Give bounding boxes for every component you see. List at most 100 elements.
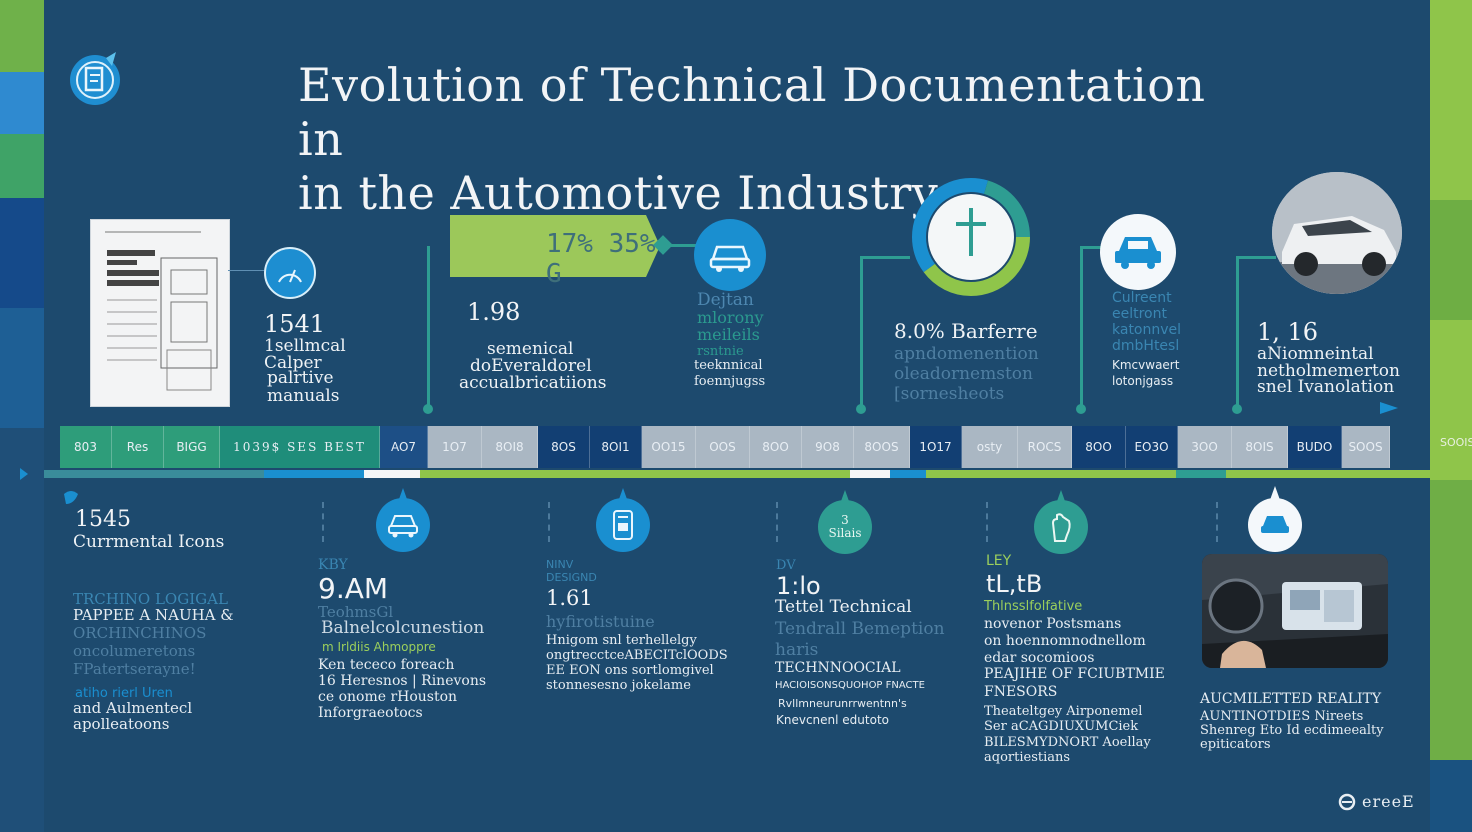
bottom-2-line-1: Ken tececo foreach: [318, 657, 455, 673]
item-5-line-5: Kmcvwaert: [1112, 358, 1180, 372]
item-1-line-3: palrtive: [267, 368, 334, 388]
bottom-1-end-1: and Aulmentecl: [73, 699, 193, 717]
timeline-cell: AO7: [380, 426, 428, 468]
timeline-cell: osty: [962, 426, 1018, 468]
page-title: Evolution of Technical Documentation in …: [298, 58, 1258, 220]
bottom-1-dim-2: oncolumeretons: [73, 642, 196, 660]
bottom-3-line-3: EE EON ons sortlomgivel: [546, 663, 714, 678]
timeline-cell: OOS: [696, 426, 750, 468]
bottom-3-year: 1.61: [546, 586, 593, 610]
item-6-line-1: aNiomneintal: [1257, 344, 1374, 364]
item-6-year: 1, 16: [1257, 318, 1319, 346]
timeline-right-edge-label: SOOIS: [1440, 436, 1472, 449]
bottom-4-dim-2: haris: [775, 640, 819, 660]
bottom-4-year: 1:lo: [776, 572, 821, 600]
banner-text: 17% 35% G: [546, 229, 656, 289]
bottom-1-teal: TRCHINO LOGIGAL: [73, 590, 228, 608]
bottom-1-white: PAPPEE A NAUHA &: [73, 606, 234, 624]
belt-left-arrow-icon: [18, 466, 30, 482]
bottom-2-dim: TeohmsGl: [318, 603, 394, 621]
timeline-cell: 1O17: [910, 426, 962, 468]
timeline-cell: 8OIS: [1232, 426, 1288, 468]
bottom-1-end-2: apolleatoons: [73, 715, 170, 733]
item-2-year: 1.98: [467, 298, 521, 326]
brand-name: ereeE: [1362, 792, 1415, 811]
timeline-cell: 1039$ SES BEST: [220, 426, 380, 468]
timeline-cell: EO3O: [1126, 426, 1178, 468]
item-5-line-6: lotonjgass: [1112, 374, 1174, 388]
bottom-2-sub: Balnelcolcunestion: [321, 618, 485, 638]
bottom-2-line-4: Inforgraeotocs: [318, 705, 423, 721]
item-3-line-3: meileils: [697, 325, 760, 344]
bottom-6-line-3: epiticators: [1200, 737, 1271, 752]
suv-photo: [1272, 172, 1402, 294]
item-3-line-6: foennjugss: [694, 374, 766, 389]
timeline-cell: OO15: [642, 426, 696, 468]
item-3-line-4: rsntnie: [697, 344, 744, 359]
bottom-4-line-1: HACIOISONSQUOHOP FNACTE: [775, 680, 925, 691]
bottom-5-year: tL,tB: [986, 570, 1043, 598]
bottom-1-dim-1: ORCHINCHINOS: [73, 624, 207, 642]
bottom-3-line-1: Hnigom snl terhellelgy: [546, 633, 697, 648]
timeline-cell: BUDO: [1288, 426, 1342, 468]
item-4-line-1: apndomenention: [894, 344, 1039, 364]
car-icon: [694, 219, 766, 291]
technical-manual-thumbnail: [90, 219, 230, 407]
timeline-cell: 9O8: [802, 426, 854, 468]
bottom-4-sub: Tettel Technical: [775, 597, 912, 617]
item-4-line-2: oleadornemston: [894, 364, 1033, 384]
timeline-cell: 8OI1: [590, 426, 642, 468]
document-logo-icon: [66, 50, 128, 106]
timeline-cell: 8OO: [1072, 426, 1126, 468]
bottom-5-line-b4: aqortiestians: [984, 750, 1071, 765]
timeline-cell: ROCS: [1018, 426, 1072, 468]
bottom-4-kicker: DV: [776, 558, 796, 573]
bottom-2-line-2: 16 Heresnos | Rinevons: [318, 673, 487, 689]
item-6-line-2: netholmemerton: [1257, 361, 1400, 381]
bottom-5-line-b1: Theateltgey Airponemel: [984, 704, 1143, 719]
bottom-4-line-3: Knevcnenl edutoto: [776, 713, 889, 727]
bottom-1-title: Currmental Icons: [73, 532, 225, 552]
bottom-2-green: m Irldiis Ahmoppre: [322, 640, 436, 654]
brand-logo-icon: [1338, 793, 1356, 810]
bottom-2-line-3: ce onome rHouston: [318, 689, 458, 705]
bottom-3-line-2: ongtrecctceABECITclOODS: [546, 648, 728, 663]
bottom-5-caps-1: PEAJIHE OF FCIUBTMIE: [984, 666, 1165, 682]
bottom-5-line-a1: novenor Postsmans: [984, 616, 1122, 632]
bottom-3-dim: hyfirotistuine: [546, 612, 655, 631]
bottom-5-green: Thlnsslfolfative: [984, 599, 1083, 614]
bottom-1-year: 1545: [75, 507, 131, 532]
timeline-arrow-icon: [1378, 400, 1400, 416]
bottom-5-line-b2: Ser aCAGDIUXUMCiek: [984, 719, 1139, 734]
bottom-5-line-a2: on hoennomnodnellom: [984, 633, 1146, 649]
timeline-cell: 1O7: [428, 426, 482, 468]
sensor-drop-icon: 3 Silais: [818, 500, 872, 554]
right-accent-strip: [1430, 0, 1472, 832]
bottom-3-line-4: stonnesesno jokelame: [546, 678, 691, 693]
item-4-year: 8.0% Barferre: [894, 319, 1038, 343]
timeline-cell: 8OO: [750, 426, 802, 468]
item-5-line-4: dmbHtesl: [1112, 338, 1180, 354]
bottom-1-blue: atiho rierl Uren: [75, 686, 173, 701]
timeline-cell: Res: [112, 426, 164, 468]
timeline-cell: 803: [60, 426, 112, 468]
bottom-5-caps-2: FNESORS: [984, 684, 1058, 700]
percentage-banner: 17% 35% G: [450, 215, 660, 289]
sensor-badge: 3 Silais: [828, 513, 862, 540]
suv-icon: [1100, 214, 1176, 290]
item-1-line-1: 1sellmcal: [264, 336, 346, 356]
item-5-line-2: eeltront: [1112, 306, 1167, 322]
phone-drop-icon: [596, 498, 650, 552]
bottom-3-kicker: NINV DESIGND: [546, 558, 597, 584]
item-5-line-1: Culreent: [1112, 290, 1172, 306]
bottom-6-title: AUCMILETTED REALITY: [1200, 691, 1382, 707]
footer-brand: ereeE: [1338, 792, 1415, 811]
bottom-2-year: 9.AM: [318, 572, 389, 605]
bottom-6-line-1: AUNTINOTDIES Nireets: [1200, 709, 1364, 724]
item-6-line-3: snel Ivanolation: [1257, 377, 1395, 397]
title-line-2: in the Automotive Industry: [298, 166, 939, 220]
bottom-5-kicker: LEY: [986, 553, 1012, 569]
bottom-1-dim-3: FPatertserayne!: [73, 660, 196, 678]
bottom-5-line-a3: edar socomioos: [984, 650, 1095, 666]
